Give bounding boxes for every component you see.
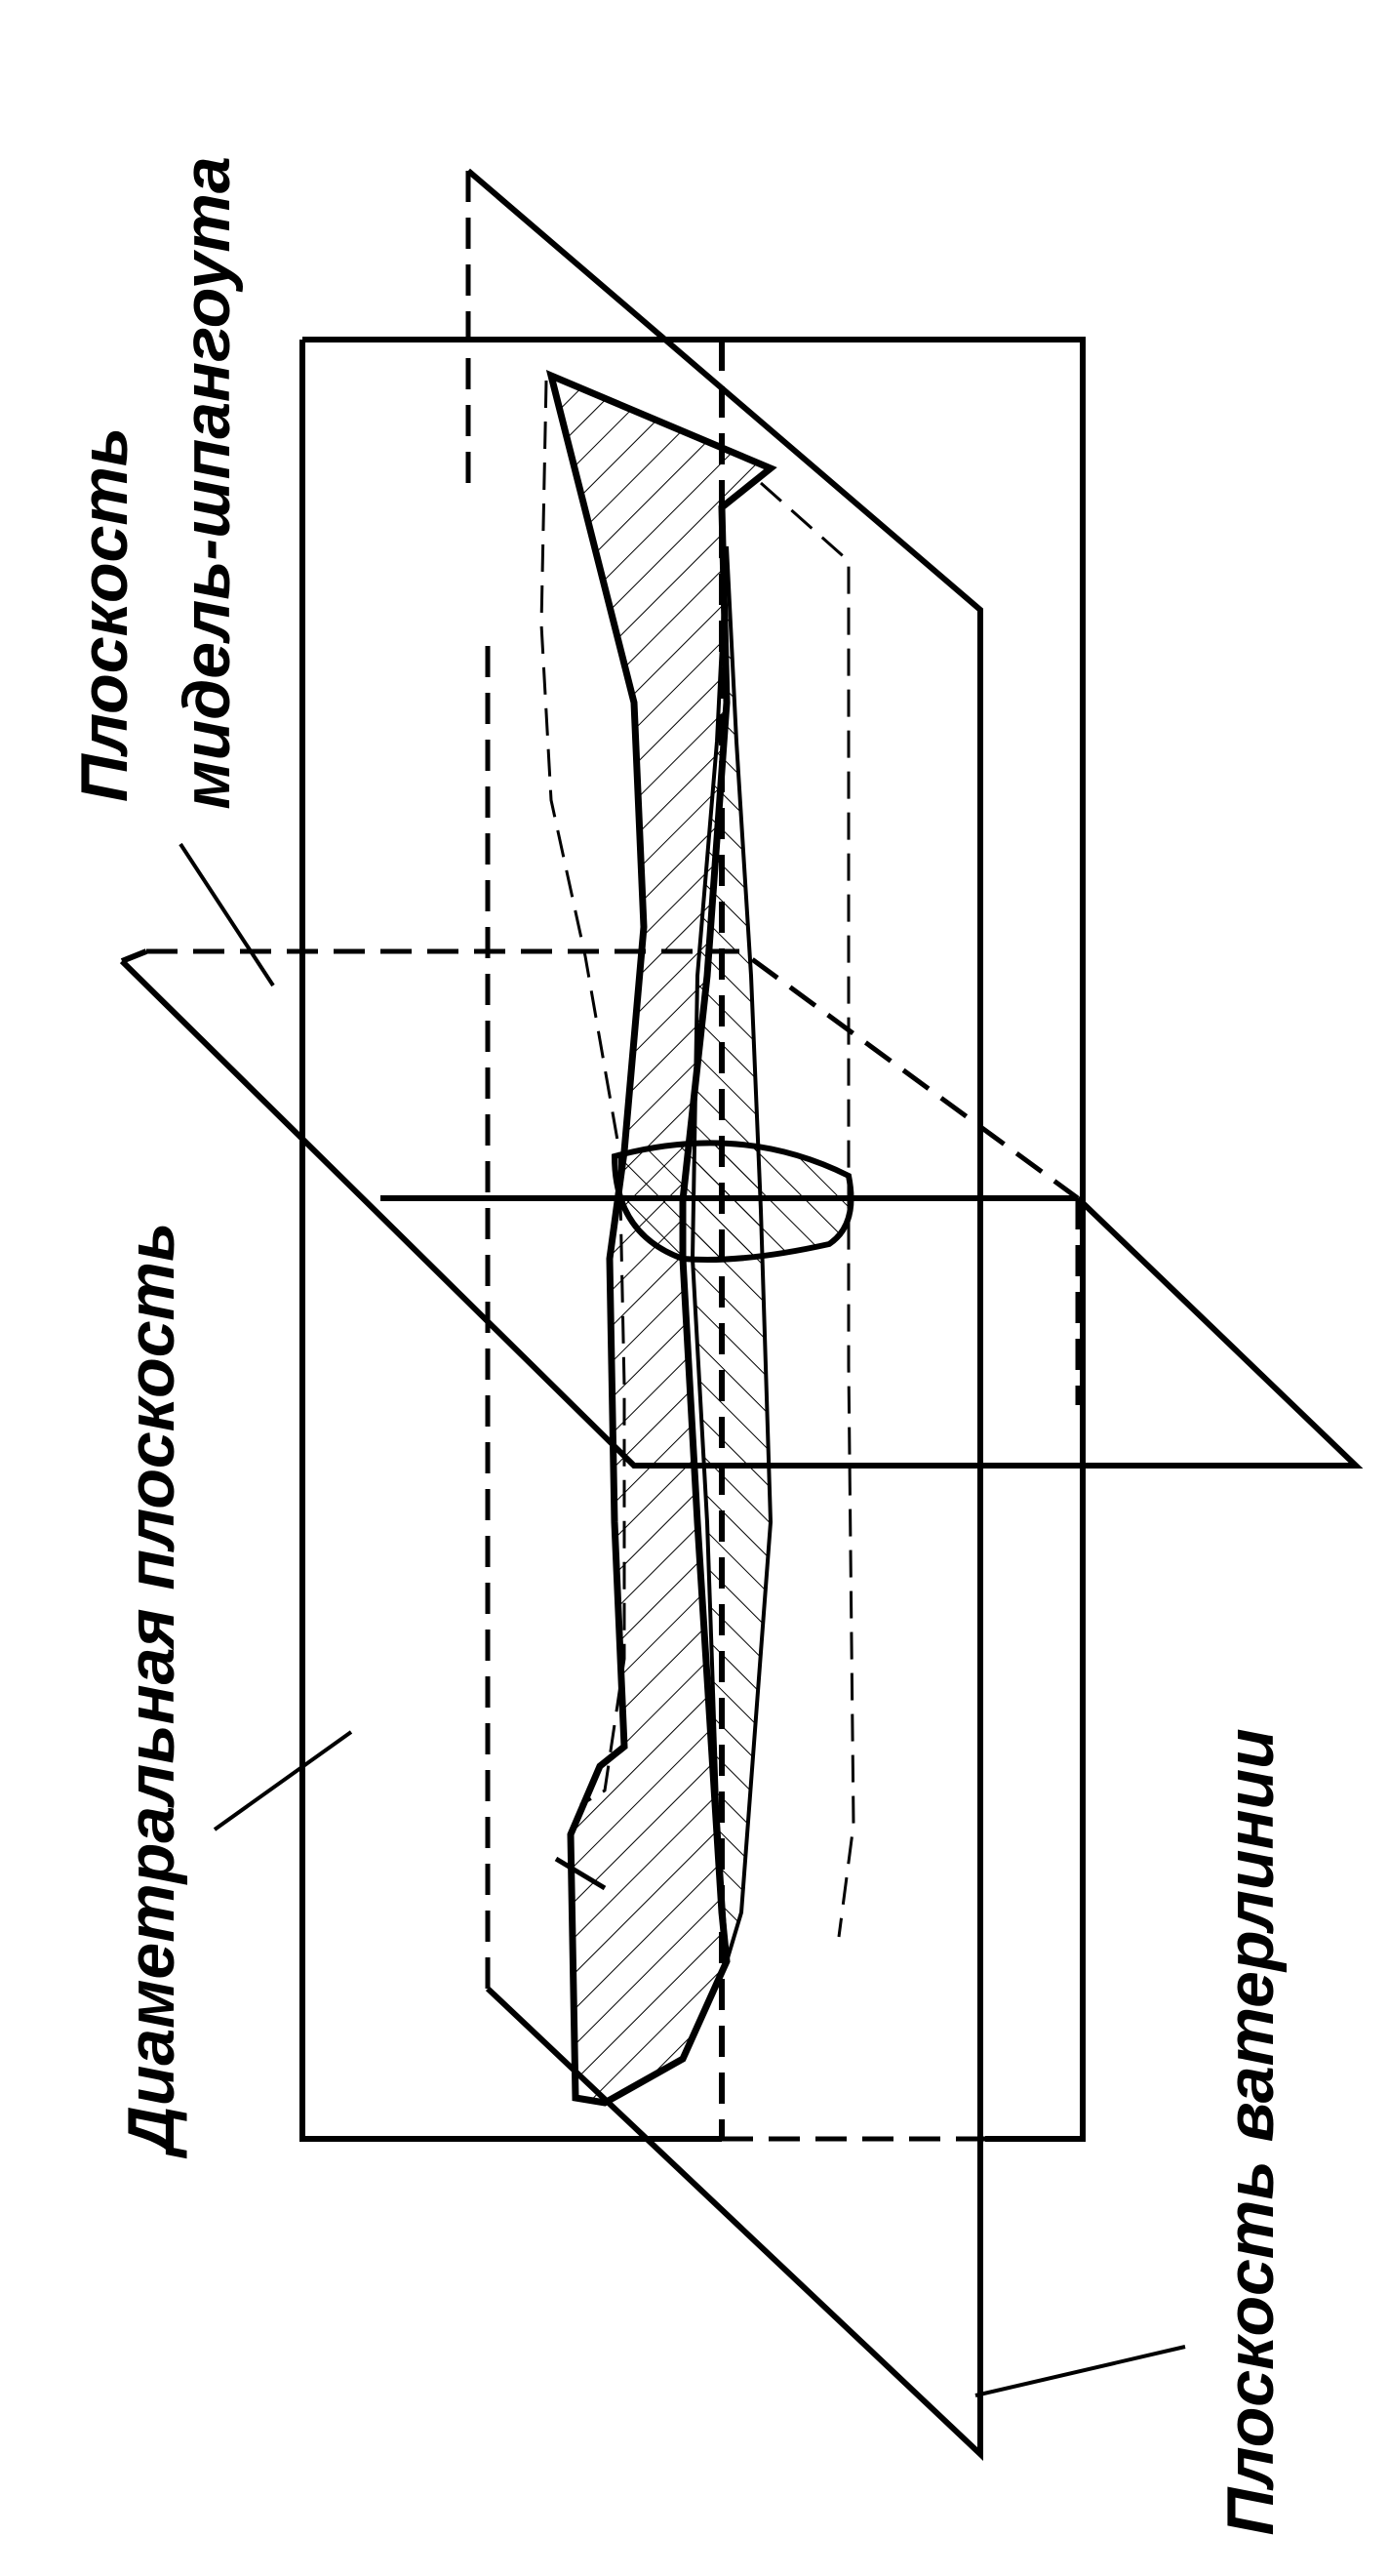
leader-lines — [179, 842, 1186, 2397]
label-midship-plane-line2: мидель-шпангоута — [170, 156, 244, 809]
waterline-plane — [465, 168, 1086, 2461]
label-diametral-plane: Диаметральная плоскость — [114, 1223, 188, 2159]
label-midship-plane-line1: Плоскость — [67, 427, 141, 802]
label-waterline-plane: Плоскость ватерлинии — [1213, 1728, 1288, 2535]
hull-body — [539, 370, 855, 2107]
